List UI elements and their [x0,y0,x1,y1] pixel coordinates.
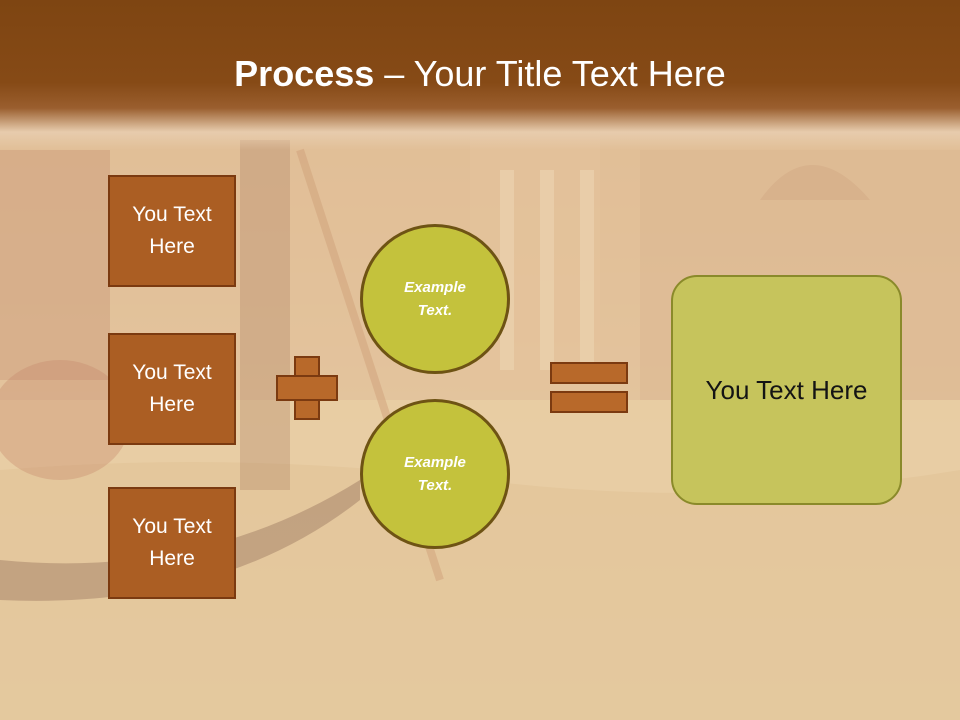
example-circle-1: Example Text. [360,224,510,374]
equals-bottom-bar [550,391,628,413]
title-rest: – Your Title Text Here [374,53,726,94]
plus-center [296,377,318,399]
result-box: You Text Here [671,275,902,505]
input-box-label: You Text Here [132,361,212,416]
input-box-2: You Text Here [108,333,236,445]
circle-label: Example Text. [404,454,466,494]
equals-top-bar [550,362,628,384]
slide-title: Process – Your Title Text Here [0,52,960,96]
input-box-label: You Text Here [132,515,212,570]
example-circle-2: Example Text. [360,399,510,549]
circle-label: Example Text. [404,279,466,319]
input-box-1: You Text Here [108,175,236,287]
result-label: You Text Here [705,375,868,405]
title-bold: Process [234,53,375,94]
input-box-label: You Text Here [132,203,212,258]
title-bar [0,0,960,150]
input-box-3: You Text Here [108,487,236,599]
